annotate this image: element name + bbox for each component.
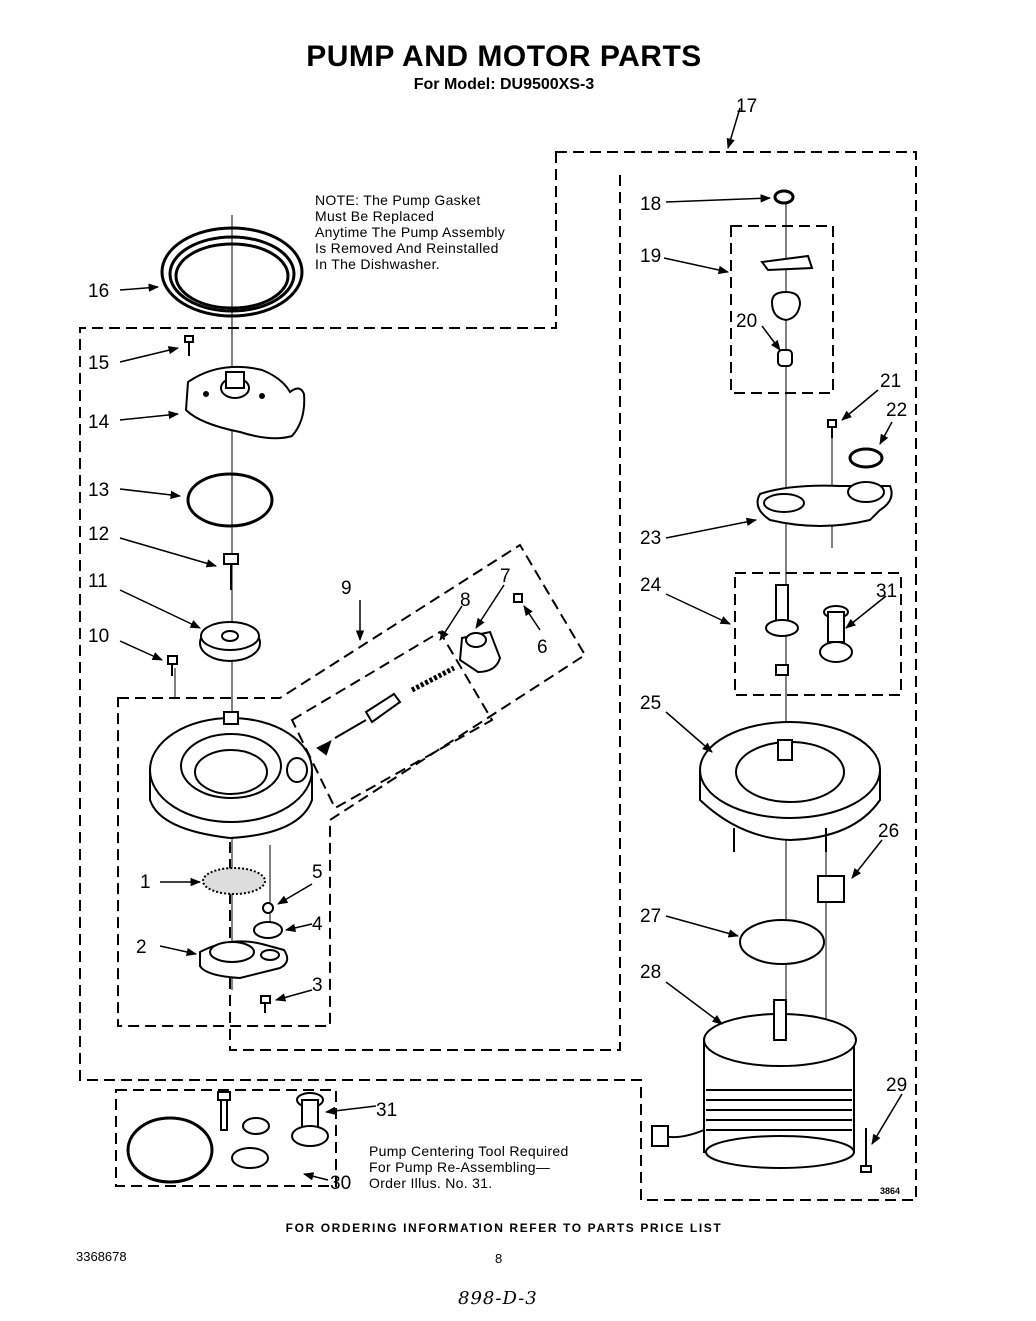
callout-3: 3 [312,975,323,996]
callout-17: 17 [736,96,757,117]
callout-24: 24 [640,575,662,596]
valve-subassembly-boundary [290,630,494,810]
callout-31-bottom: 31 [376,1100,397,1121]
o-ring-13 [186,472,274,528]
centering-tool-note: Pump Centering Tool Required For Pump Re… [369,1143,569,1191]
callout-15: 15 [88,353,109,374]
callout-8: 8 [460,590,471,611]
callout-4: 4 [312,914,323,935]
motor-assembly-boundary [229,175,621,1051]
document-number: 3368678 [76,1249,127,1264]
callout-2: 2 [136,937,147,958]
callout-6: 6 [537,637,548,658]
callout-31-right: 31 [876,581,897,602]
pump-assembly-boundary [79,151,917,1201]
callout-20: 20 [736,311,757,332]
callout-13: 13 [88,480,109,501]
callout-28: 28 [640,962,661,983]
screw-29 [860,1128,872,1173]
handwritten-mark: 898-D-3 [458,1288,538,1309]
callout-16: 16 [88,281,109,302]
centering-tool-31 [819,605,853,663]
callout-21: 21 [880,371,901,392]
lower-housing-boundary [117,543,587,1027]
gasket-kit-parts [126,1091,329,1184]
gasket-kit-boundary [115,1089,337,1187]
clip-26 [817,875,845,903]
spring-retainer [760,254,814,367]
page-title: PUMP AND MOTOR PARTS [306,40,702,73]
motor-bracket-25 [699,721,881,852]
callout-11: 11 [88,571,108,592]
callout-7: 7 [500,566,511,587]
ordering-info-footer: FOR ORDERING INFORMATION REFER TO PARTS … [285,1221,723,1235]
screw-3 [260,995,271,1013]
motor-mount-23 [756,481,893,527]
ball-seal [253,921,283,939]
callout-29: 29 [886,1075,907,1096]
callout-23: 23 [640,528,661,549]
pump-gasket-note: NOTE: The Pump Gasket Must Be Replaced A… [315,192,506,272]
screw-21 [827,419,837,438]
impeller-bolt [223,553,239,590]
impeller [199,621,261,662]
callout-9: 9 [341,578,352,599]
spring-kit-boundary [730,225,834,394]
pump-gasket [160,226,304,318]
callout-22: 22 [886,400,907,421]
page-number: 8 [495,1251,503,1266]
shaft-seal-24 [765,584,799,676]
motor-28 [651,999,857,1169]
callout-30: 30 [330,1173,351,1194]
screw-15 [184,335,194,356]
slinger-disk-27 [739,919,825,965]
seal-kit-boundary [734,572,902,696]
callout-5: 5 [312,862,323,883]
callout-14: 14 [88,412,110,433]
model-subtitle: For Model: DU9500XS-3 [413,76,595,93]
callout-1: 1 [140,872,151,893]
pump-cover [184,365,306,440]
bearing-18 [773,189,795,205]
check-valve-assembly [316,593,523,756]
screw-10 [167,655,178,676]
callout-10: 10 [88,626,109,647]
callout-18: 18 [640,194,661,215]
pump-housing [149,711,313,840]
seal-22 [848,447,884,469]
callout-19: 19 [640,246,661,267]
callout-26: 26 [878,821,899,842]
callout-27: 27 [640,906,661,927]
filter-screen [202,867,266,895]
check-ball [262,902,274,914]
figure-id: 3864 [880,1186,900,1196]
pump-base [199,940,289,980]
callout-25: 25 [640,693,661,714]
callout-12: 12 [88,524,109,545]
